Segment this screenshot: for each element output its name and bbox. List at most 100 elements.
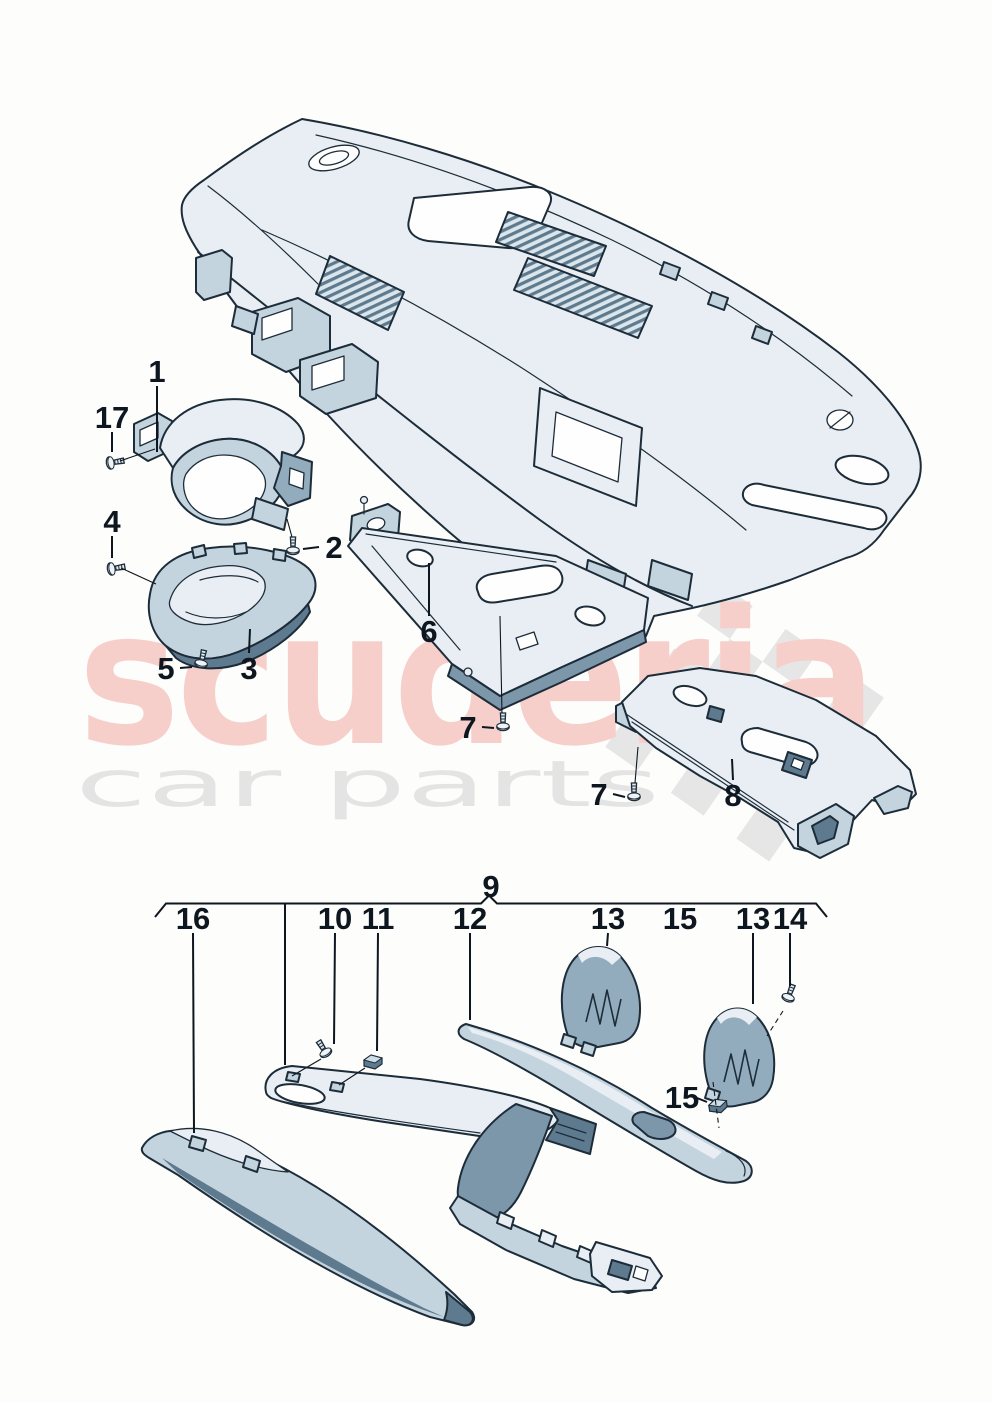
cap13a-claw-ridges [585, 989, 622, 1027]
round-opening-slash [829, 411, 851, 429]
driver-under-dash-panel [347, 495, 649, 711]
leader-line-15 [696, 1097, 708, 1103]
right-connector-slot [288, 467, 305, 490]
panel6-screw-boss [463, 667, 473, 677]
leader-thin-7 [634, 746, 639, 784]
bolster-oval-slot [274, 1083, 326, 1105]
vent-rib-strip-center [513, 257, 653, 339]
cap13b-edge-band [717, 1008, 757, 1025]
leader-thin-11 [338, 1067, 366, 1086]
clip-11 [363, 1054, 383, 1070]
cap13b-body [703, 1007, 776, 1108]
screw-17 [104, 453, 126, 471]
callout-label-17: 17 [95, 400, 129, 435]
right-oval-opening [834, 454, 890, 486]
leader-thin-4 [120, 567, 157, 585]
leader-line-10 [333, 932, 336, 1045]
callout-label-13: 13 [736, 901, 770, 936]
leader-line-8 [731, 758, 734, 781]
edge-tabs [659, 261, 773, 345]
group-bracket [154, 894, 828, 918]
callout-label-7: 7 [590, 777, 607, 812]
end-bracket-slot [632, 1265, 649, 1282]
left-end-box [195, 249, 233, 301]
panel6-hole-left [406, 548, 434, 568]
windshield-edge-line [315, 134, 853, 397]
leader-line-5 [179, 666, 193, 669]
callout-label-14: 14 [773, 901, 808, 936]
leader-line-13 [606, 932, 609, 947]
bottom-bracket-c [647, 559, 693, 601]
passenger-under-dash-panel [615, 667, 917, 859]
trim12-body [457, 1023, 753, 1184]
panel8-bracket-inner [811, 815, 839, 845]
column-support-slot [311, 355, 345, 391]
panel6-notch [515, 631, 539, 651]
speaker-grille-inner [318, 150, 350, 166]
screw-10 [312, 1037, 334, 1060]
leader-thin-7 [499, 615, 503, 714]
left-lower-tab [231, 305, 259, 335]
leader-dash-15 [712, 1081, 720, 1129]
panel6-hole-right [574, 605, 606, 627]
strip16-blade [140, 1129, 476, 1327]
leader-dash-14 [766, 1010, 784, 1037]
leader-line-7 [481, 726, 495, 729]
callout-label-10: 10 [318, 901, 352, 936]
cap13a-edge-band [578, 946, 621, 965]
checker-cell [762, 628, 819, 685]
sill-trim-strip [140, 1127, 476, 1327]
lower-trim-pocket [168, 564, 266, 626]
callout-label-7: 7 [459, 710, 476, 745]
lower-bracket [251, 497, 289, 531]
center-stack-opening [551, 411, 623, 483]
panel8-connector-slot [790, 757, 805, 771]
lower-trim-detail-lines [185, 575, 259, 619]
left-support-slot [261, 307, 293, 341]
panel8-right-hook [873, 785, 913, 815]
panel8-rail-lines [625, 713, 795, 831]
parts-layer [104, 118, 922, 1327]
vent-rib-strip-left [315, 255, 405, 331]
cover-cap-right [703, 1007, 776, 1108]
instrument-panel-body [180, 118, 922, 642]
callout-label-3: 3 [240, 651, 257, 686]
callout-label-12: 12 [453, 901, 487, 936]
callout-label-2: 2 [325, 530, 342, 565]
end-bracket-inner [607, 1259, 633, 1281]
cover-cap-left [560, 946, 641, 1057]
callout-label-6: 6 [420, 614, 437, 649]
leader-line-2 [302, 546, 320, 550]
left-cowl-line [207, 185, 319, 285]
vent-rib-strip-upper [495, 211, 607, 277]
leader-line-16 [192, 932, 195, 1134]
callout-label-4: 4 [103, 504, 121, 539]
callout-label-13: 13 [591, 901, 625, 936]
panel6-ridges [365, 533, 557, 651]
cap13a-feet [560, 1033, 597, 1057]
leader-line-11 [376, 932, 379, 1052]
cap13a-body [560, 946, 641, 1049]
callout-label-5: 5 [157, 651, 174, 686]
bolster-front-line [275, 1099, 481, 1134]
panel6-front-band [447, 629, 647, 711]
leader-line-7 [612, 793, 626, 798]
leader-thin-2 [286, 518, 293, 538]
steering-column-upper-trim [133, 398, 313, 531]
strip16-clip-tabs [188, 1135, 261, 1173]
panel6-pin [359, 495, 369, 505]
cap13b-claw-ridges [723, 1049, 760, 1087]
instrument-panel-drawing [180, 118, 922, 642]
steering-column-lower-trim [147, 542, 317, 670]
lower-trim-underside [165, 603, 311, 670]
lower-trim-assembly [264, 1065, 663, 1294]
callout-label-1: 1 [148, 354, 165, 389]
panel8-square-hole [706, 705, 725, 723]
trim12-end-hook [725, 1150, 746, 1177]
panel6-slot-hole [475, 564, 564, 604]
callout-label-15: 15 [665, 1080, 699, 1115]
callout-label-16: 16 [176, 901, 210, 936]
panel8-oval-hole [672, 684, 708, 708]
